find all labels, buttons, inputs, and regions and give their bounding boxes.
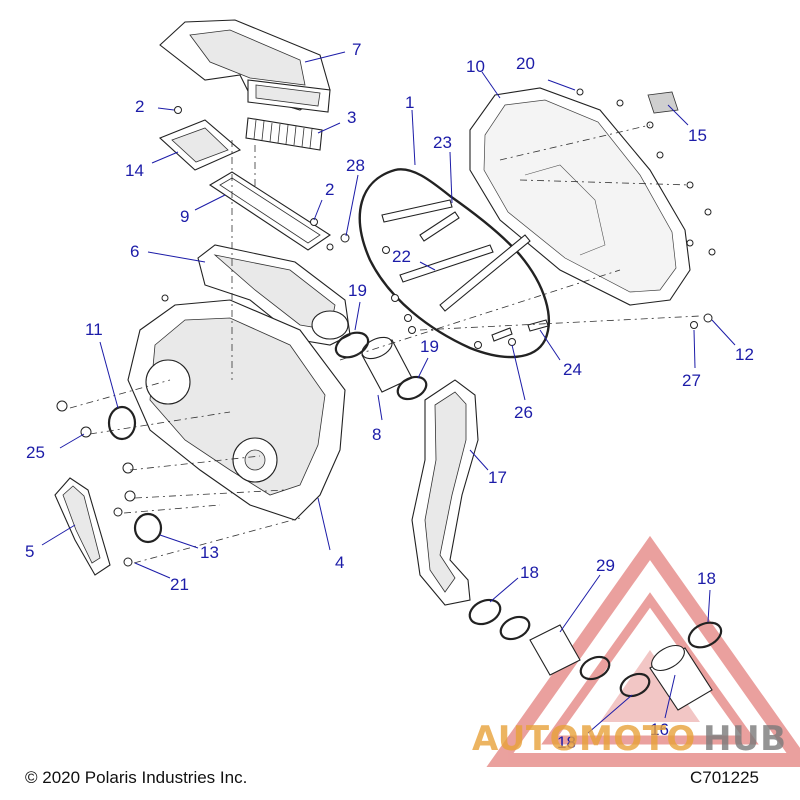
bolts-parts-22-23-24 xyxy=(381,199,549,342)
fasteners xyxy=(56,88,716,567)
outer-cover-part-10 xyxy=(469,87,691,306)
callout-18-a: 18 xyxy=(520,563,539,582)
callout-5: 5 xyxy=(25,542,34,561)
callout-20: 20 xyxy=(516,54,535,73)
o-ring-part-11 xyxy=(107,405,137,441)
clamp-part-18-b xyxy=(499,615,531,641)
callout-18-c: 18 xyxy=(697,569,716,588)
callout-13: 13 xyxy=(200,543,219,562)
callout-27: 27 xyxy=(682,371,701,390)
callout-7: 7 xyxy=(352,40,361,59)
callout-22: 22 xyxy=(392,247,411,266)
gasket-frame-part-9 xyxy=(208,171,331,251)
callout-19-upper: 19 xyxy=(348,281,367,300)
watermark-hub: HUB xyxy=(703,719,786,759)
callout-23: 23 xyxy=(433,133,452,152)
coupler-part-16 xyxy=(649,644,713,711)
filter-screen-part-3 xyxy=(245,117,323,151)
coupler-part-29 xyxy=(529,624,581,676)
cover-plate-part-14 xyxy=(158,119,242,171)
callout-10: 10 xyxy=(466,57,485,76)
callout-19-lower: 19 xyxy=(420,337,439,356)
callout-17: 17 xyxy=(488,468,507,487)
callout-21: 21 xyxy=(170,575,189,594)
callout-9: 9 xyxy=(180,207,189,226)
clamp-part-18-c xyxy=(579,655,611,681)
watermark-text: AUTOMOTO HUB xyxy=(472,719,786,759)
inner-cover-part-4 xyxy=(127,299,346,521)
intake-duct-part-7 xyxy=(159,19,331,113)
callout-12: 12 xyxy=(735,345,754,364)
callout-26: 26 xyxy=(514,403,533,422)
callout-14: 14 xyxy=(125,161,144,180)
watermark-auto: AUTOMOTO xyxy=(472,719,696,759)
clamp-part-18-a xyxy=(468,598,502,626)
leader-lines xyxy=(41,51,736,734)
clamp-part-18-e xyxy=(687,621,723,649)
callout-28: 28 xyxy=(346,156,365,175)
callout-11: 11 xyxy=(85,320,103,339)
seal-part-1 xyxy=(358,168,550,359)
clamp-part-18-d xyxy=(619,672,651,698)
callout-1: 1 xyxy=(405,93,414,112)
assembly-lines xyxy=(69,124,701,564)
diagram-code: C701225 xyxy=(690,768,760,787)
coupler-part-8 xyxy=(361,336,413,393)
callout-16: 16 xyxy=(650,720,669,739)
bracket-part-5 xyxy=(54,477,111,576)
callout-4: 4 xyxy=(335,553,344,572)
callout-6: 6 xyxy=(130,242,139,261)
clamp-part-19-lower xyxy=(396,375,428,401)
callout-24: 24 xyxy=(563,360,582,379)
callout-18-b: 18 xyxy=(557,733,576,752)
callout-2-upper: 2 xyxy=(135,97,144,116)
o-ring-part-13 xyxy=(133,512,163,544)
outlet-tube-part-17 xyxy=(411,379,479,606)
callout-3: 3 xyxy=(347,108,356,127)
callout-8: 8 xyxy=(372,425,381,444)
callout-15: 15 xyxy=(688,126,707,145)
callout-labels: 1 2 2 3 4 5 6 7 8 9 10 11 12 13 14 15 16… xyxy=(25,40,754,752)
copyright-notice: © 2020 Polaris Industries Inc. xyxy=(25,768,248,787)
callout-25: 25 xyxy=(26,443,45,462)
callout-29: 29 xyxy=(596,556,615,575)
callout-2-lower: 2 xyxy=(325,180,334,199)
